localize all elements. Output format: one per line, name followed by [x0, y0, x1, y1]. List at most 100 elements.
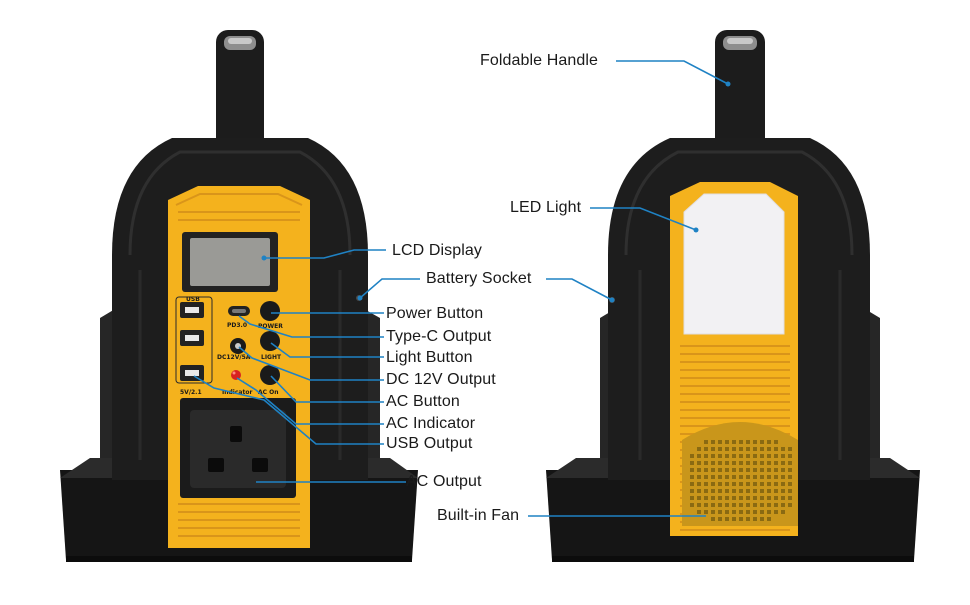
ac-on-label: AC On	[258, 389, 279, 396]
fan-vent-hole	[760, 496, 764, 500]
fan-vent-hole	[732, 468, 736, 472]
fan-vent-hole	[732, 496, 736, 500]
fan-vent-hole	[711, 454, 715, 458]
fan-vent-hole	[690, 489, 694, 493]
fan-vent-hole	[781, 482, 785, 486]
fan-vent-hole	[704, 468, 708, 472]
fan-vent-hole	[704, 475, 708, 479]
fan-vent-hole	[725, 440, 729, 444]
fan-vent-hole	[781, 489, 785, 493]
fan-vent-hole	[753, 517, 757, 521]
fan-vent-hole	[746, 482, 750, 486]
fan-vent-hole	[690, 454, 694, 458]
fan-vent-hole	[711, 510, 715, 514]
fan-vent-hole	[746, 475, 750, 479]
fan-vent-hole	[718, 496, 722, 500]
fan-vent-hole	[690, 503, 694, 507]
fan-vent-hole	[690, 468, 694, 472]
fan-vent-hole	[788, 496, 792, 500]
fan-vent-hole	[774, 468, 778, 472]
front-view: USB 5V/2.1 PD3.0 POWER DC12V/5A LIGHT	[60, 30, 418, 562]
fan-vent-hole	[788, 468, 792, 472]
fan-vent-hole	[711, 489, 715, 493]
fan-vent-hole	[781, 496, 785, 500]
callout-foldable-handle: Foldable Handle	[480, 52, 599, 69]
fan-vent-hole	[753, 440, 757, 444]
fan-vent-hole	[760, 468, 764, 472]
usb-panel-label: USB	[186, 296, 200, 303]
callout-power-button: Power Button	[386, 305, 484, 322]
fan-vent-hole	[725, 468, 729, 472]
fan-vent-hole	[718, 482, 722, 486]
fan-vent-hole	[753, 454, 757, 458]
callout-dc-output: DC 12V Output	[386, 371, 496, 388]
fan-vent-hole	[760, 440, 764, 444]
fan-vent-hole	[753, 503, 757, 507]
power-button[interactable]: POWER	[258, 301, 283, 330]
fan-vent-hole	[718, 440, 722, 444]
fan-vent-hole	[725, 454, 729, 458]
fan-vent-hole	[753, 475, 757, 479]
fan-vent-hole	[746, 468, 750, 472]
fan-vent-hole	[746, 510, 750, 514]
fan-vent-hole	[788, 482, 792, 486]
fan-vent-hole	[704, 510, 708, 514]
callout-light-button: Light Button	[386, 349, 473, 366]
fan-vent-hole	[711, 468, 715, 472]
fan-vent-hole	[767, 496, 771, 500]
fan-vent-hole	[697, 447, 701, 451]
leader-led-light	[590, 207, 697, 231]
fan-vent-hole	[746, 454, 750, 458]
ac-outlet	[180, 398, 296, 498]
fan-vent-hole	[739, 454, 743, 458]
fan-vent-hole	[739, 517, 743, 521]
fan-vent-hole	[697, 496, 701, 500]
fan-vent-hole	[753, 482, 757, 486]
fan-vent-hole	[767, 461, 771, 465]
callout-ac-button: AC Button	[386, 393, 460, 410]
fan-vent-hole	[746, 447, 750, 451]
fan-vent-hole	[767, 468, 771, 472]
fan-vent-hole	[718, 489, 722, 493]
fan-vent-hole	[760, 447, 764, 451]
callout-type-c-output: Type-C Output	[386, 328, 492, 345]
fan-vent-hole	[725, 517, 729, 521]
fan-vent-hole	[711, 503, 715, 507]
led-light-panel	[683, 193, 785, 335]
fan-vent-hole	[711, 475, 715, 479]
fan-vent-hole	[718, 468, 722, 472]
leader-end-dots	[261, 81, 731, 303]
fan-vent-hole	[774, 496, 778, 500]
fan-vent-hole	[760, 489, 764, 493]
callout-usb-output: USB Output	[386, 435, 473, 452]
fan-vent-hole	[753, 468, 757, 472]
callout-lcd-display: LCD Display	[392, 242, 483, 259]
fan-vent-hole	[760, 461, 764, 465]
fan-vent-hole	[739, 482, 743, 486]
fan-vent-hole	[725, 461, 729, 465]
back-handle	[715, 30, 765, 150]
fan-vent-hole	[697, 489, 701, 493]
fan-vent-hole	[697, 461, 701, 465]
fan-vent-hole	[725, 447, 729, 451]
fan-vent-hole	[704, 503, 708, 507]
fan-vent-hole	[760, 503, 764, 507]
type-c-port: PD3.0	[227, 306, 250, 329]
fan-vent-hole	[732, 461, 736, 465]
fan-vent-hole	[767, 447, 771, 451]
leader-ac-indicator	[236, 377, 384, 425]
fan-vent-hole	[767, 454, 771, 458]
indicator-label: Indicator	[222, 389, 252, 396]
fan-vent-hole	[711, 517, 715, 521]
fan-vent-hole	[746, 440, 750, 444]
fan-vent-hole	[711, 461, 715, 465]
leader-ac-button	[270, 375, 384, 403]
fan-vent-hole	[774, 440, 778, 444]
back-view	[546, 30, 920, 562]
fan-vent-hole	[732, 475, 736, 479]
fan-vent-hole	[781, 503, 785, 507]
fan-vent-hole	[697, 454, 701, 458]
fan-vent-hole	[690, 475, 694, 479]
leader-type-c-output	[238, 315, 384, 338]
